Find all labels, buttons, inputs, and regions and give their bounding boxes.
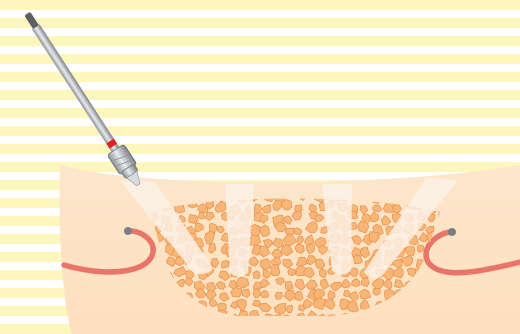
background-stripe [0,126,520,136]
background-stripe [0,0,520,10]
background-stripe [0,144,520,154]
nerve-opening-left [124,227,132,235]
graft-particle [295,244,305,253]
background-stripe [0,36,520,46]
background-stripe [0,54,520,64]
graft-particle [275,292,283,299]
background-stripe [0,18,520,28]
nerve-opening-right [448,228,456,236]
background-stripe [0,108,520,118]
background-stripe [0,72,520,82]
graft-particle [361,278,369,286]
graft-particle [358,221,369,233]
graft-particle [287,305,293,313]
graft-particle [221,261,229,268]
